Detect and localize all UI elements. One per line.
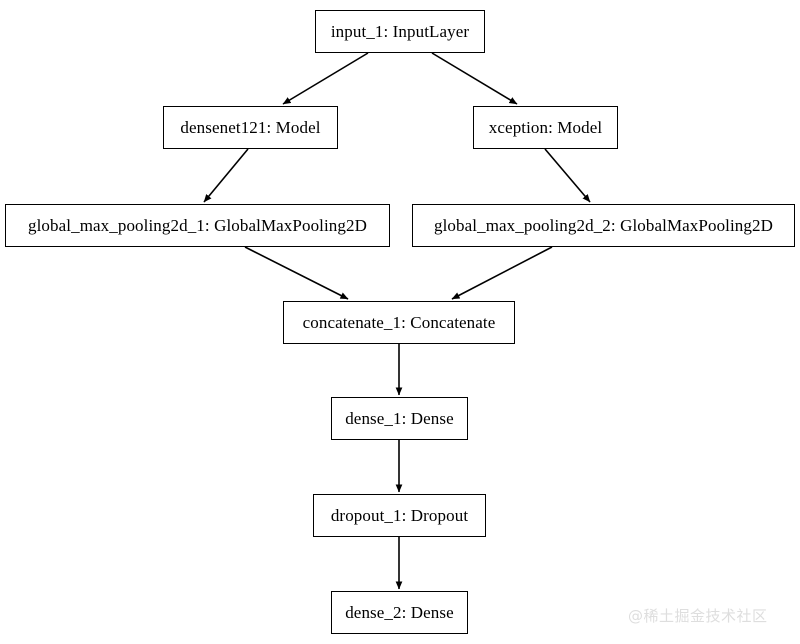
node-label: concatenate_1: Concatenate [302,313,496,332]
node-label: input_1: InputLayer [330,22,470,41]
node-concatenate_1[interactable]: concatenate_1: Concatenate [283,301,515,344]
node-xception[interactable]: xception: Model [473,106,618,149]
node-input_1[interactable]: input_1: InputLayer [315,10,485,53]
watermark-text: @稀土掘金技术社区 [628,607,768,625]
node-dense_1[interactable]: dense_1: Dense [331,397,468,440]
node-label: dense_2: Dense [345,603,454,622]
node-global_max_pooling2d_2[interactable]: global_max_pooling2d_2: GlobalMaxPooling… [412,204,795,247]
node-label: global_max_pooling2d_2: GlobalMaxPooling… [434,216,773,235]
edge-global_max_pooling2d_2-to-concatenate_1 [451,246,553,300]
node-dropout_1[interactable]: dropout_1: Dropout [313,494,486,537]
edge-densenet121-to-global_max_pooling2d_1 [203,148,249,203]
node-label: dropout_1: Dropout [330,506,469,525]
node-label: xception: Model [488,118,603,137]
node-label: global_max_pooling2d_1: GlobalMaxPooling… [28,216,367,235]
edge-input_1-to-densenet121 [282,52,369,105]
node-global_max_pooling2d_1[interactable]: global_max_pooling2d_1: GlobalMaxPooling… [5,204,390,247]
node-densenet121[interactable]: densenet121: Model [163,106,338,149]
edge-input_1-to-xception [431,52,518,105]
node-label: densenet121: Model [180,118,321,137]
edge-xception-to-global_max_pooling2d_2 [544,148,591,203]
node-dense_2[interactable]: dense_2: Dense [331,591,468,634]
edge-global_max_pooling2d_1-to-concatenate_1 [244,246,349,300]
node-label: dense_1: Dense [345,409,454,428]
